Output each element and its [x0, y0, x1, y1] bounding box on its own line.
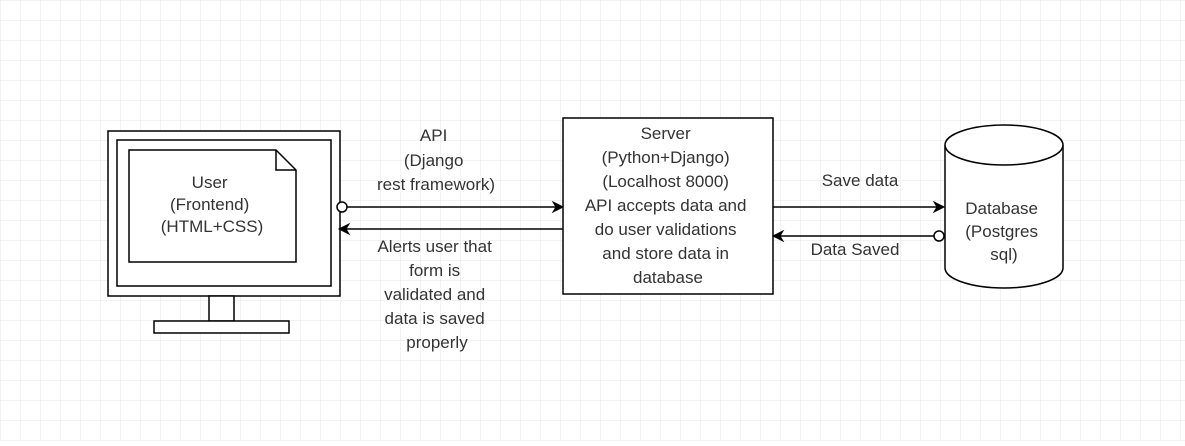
alert-label-line: data is saved [385, 309, 485, 328]
connector-save-data[interactable] [773, 200, 946, 214]
save-data-label: Save data [822, 171, 899, 190]
alert-label: Alerts user that form is validated and d… [377, 237, 496, 352]
database-node-text: Database (Postgres sql) [965, 199, 1043, 264]
arrowhead-icon [771, 229, 785, 243]
data-saved-label: Data Saved [811, 240, 900, 259]
connector-origin-circle [336, 201, 348, 213]
connector-origin-circle [933, 230, 945, 242]
user-frontend-node[interactable]: User (Frontend) (HTML+CSS) [128, 149, 297, 263]
database-cylinder-top [944, 124, 1064, 166]
arrowhead-icon [551, 200, 565, 214]
alert-label-line: form is [409, 261, 460, 280]
monitor-stand [153, 320, 290, 334]
user-node-text: User (Frontend) (HTML+CSS) [161, 173, 263, 236]
arrowhead-icon [932, 200, 946, 214]
user-node-line: (Frontend) [170, 195, 249, 214]
server-node-line: API accepts data and [585, 196, 747, 215]
database-node-line: sql) [990, 245, 1017, 264]
api-label-line: (Django [404, 151, 464, 170]
alert-label-line: Alerts user that [377, 237, 492, 256]
server-node-text: Server (Python+Django) (Localhost 8000) … [585, 124, 751, 287]
database-node-line: (Postgres [965, 222, 1038, 241]
alert-label-line: validated and [384, 285, 485, 304]
document-fold [275, 150, 296, 171]
server-node[interactable]: Server (Python+Django) (Localhost 8000) … [562, 117, 774, 295]
document-shape [128, 149, 297, 263]
api-label-line: rest framework) [377, 175, 495, 194]
database-node-line: Database [965, 199, 1038, 218]
server-box [562, 117, 774, 295]
server-node-line: (Python+Django) [602, 148, 730, 167]
server-node-line: database [633, 268, 703, 287]
monitor-neck [208, 295, 235, 322]
server-node-line: and store data in [602, 244, 729, 263]
arrowhead-icon [337, 222, 351, 236]
connector-data-saved[interactable] [771, 229, 945, 243]
server-node-line: (Localhost 8000) [602, 172, 729, 191]
user-node-line: User [192, 173, 228, 192]
database-cylinder-body [944, 145, 1064, 289]
server-node-line: Server [641, 124, 691, 143]
server-node-line: do user validations [595, 220, 737, 239]
connector-alert-response[interactable] [337, 222, 563, 236]
database-node[interactable]: Database (Postgres sql) [944, 124, 1064, 289]
user-node-line: (HTML+CSS) [161, 217, 263, 236]
api-label: API (Django rest framework) [377, 126, 495, 194]
api-label-line: API [420, 126, 447, 145]
connector-api-request[interactable] [336, 200, 565, 214]
alert-label-line: properly [406, 333, 468, 352]
